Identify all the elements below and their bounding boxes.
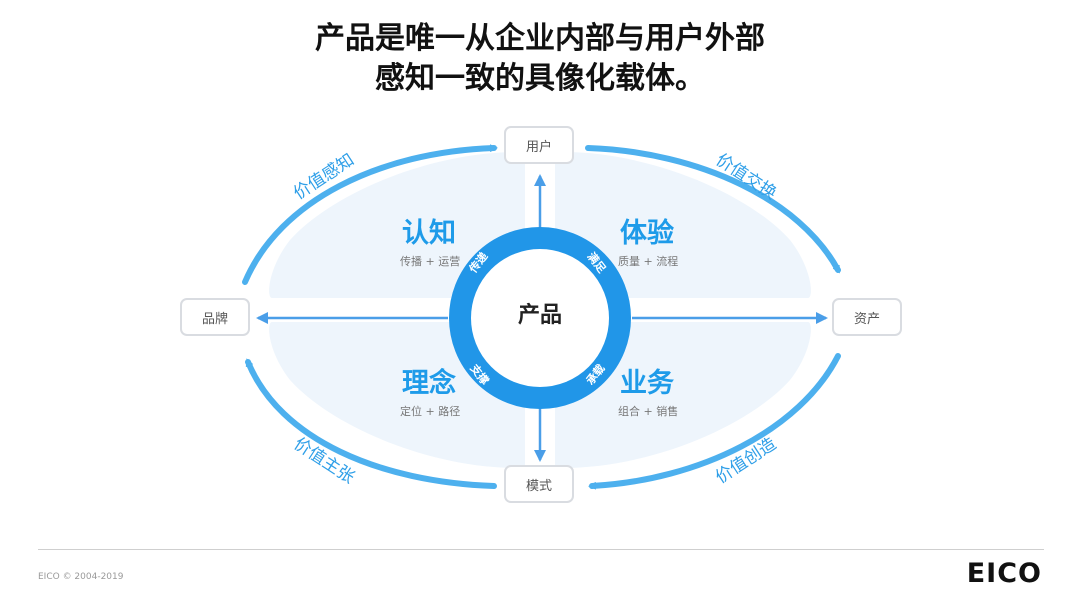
node-brand: 品牌 [180, 298, 250, 336]
quadrant-subtitle-experience: 质量 + 流程 [618, 255, 679, 268]
arc-value-perception [242, 144, 498, 285]
title-line-2: 感知一致的具像化载体。 [375, 61, 705, 96]
quadrant-subtitle-philosophy: 定位 + 路径 [400, 405, 461, 418]
footer-divider [38, 549, 1044, 550]
node-model: 模式 [504, 465, 574, 503]
arc-value-proposition [245, 358, 497, 489]
center-product-label: 产品 [517, 303, 562, 328]
petal-top-left [269, 151, 525, 298]
title-line-1: 产品是唯一从企业内部与用户外部 [315, 21, 765, 56]
center-ring [449, 227, 631, 409]
arc-value-creation [588, 353, 841, 490]
eico-logo: EICO [966, 558, 1042, 589]
node-asset: 资产 [832, 298, 902, 336]
copyright-text: EICO © 2004-2019 [38, 572, 124, 582]
quadrant-subtitle-cognition: 传播 + 运营 [400, 255, 461, 268]
arc-value-exchange [585, 145, 841, 274]
quadrant-title-cognition: 认知 [402, 218, 456, 249]
quadrant-title-philosophy: 理念 [402, 368, 456, 399]
node-user: 用户 [504, 126, 574, 164]
quadrant-subtitle-business: 组合 + 销售 [618, 405, 679, 418]
quadrant-title-experience: 体验 [620, 218, 674, 249]
petal-top-right [555, 151, 811, 298]
quadrant-title-business: 业务 [620, 368, 674, 399]
